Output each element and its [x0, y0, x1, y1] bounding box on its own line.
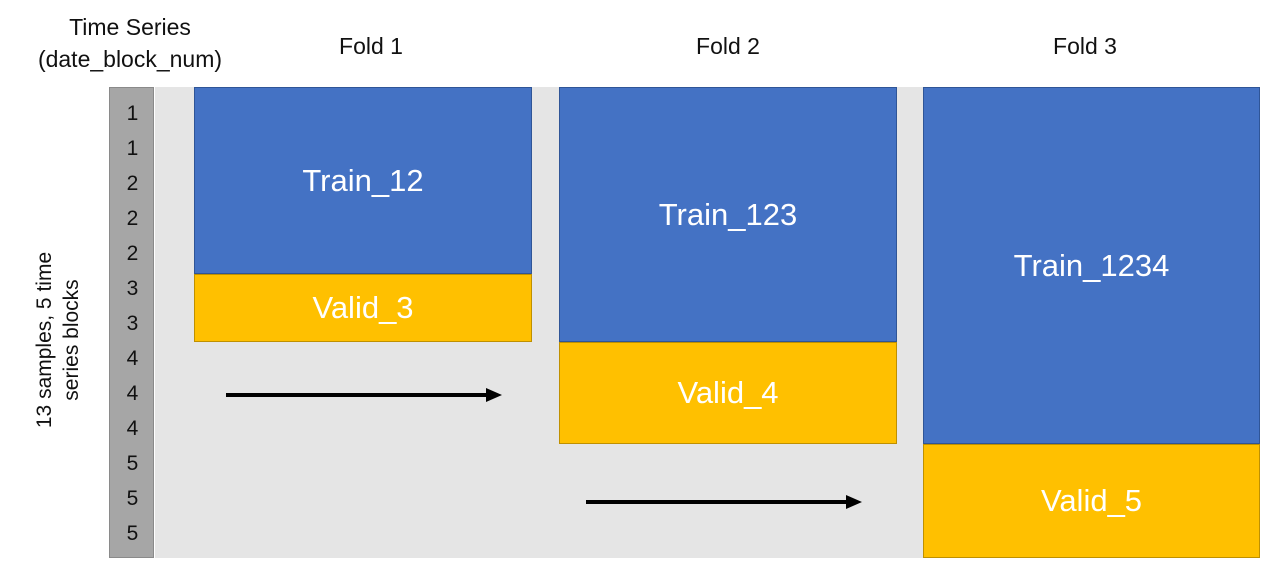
time-series-header: Time Series (date_block_num) [10, 11, 250, 75]
fold-1-train-label: Train_12 [302, 162, 424, 198]
time-series-subtitle: (date_block_num) [37, 46, 223, 72]
fold-1-valid-label: Valid_3 [312, 290, 414, 325]
time-series-values: 1 1 2 2 2 3 3 4 4 4 5 5 5 [110, 88, 153, 551]
arrow-right-icon [586, 495, 862, 509]
fold-3-train-label: Train_1234 [1013, 247, 1170, 283]
fold-2-valid-label: Valid_4 [677, 375, 779, 410]
fold-2-valid-block: Valid_4 [559, 342, 897, 444]
arrow-right-icon [226, 388, 502, 402]
side-label-line-2: series blocks [60, 279, 83, 401]
time-series-value: 4 [126, 382, 139, 405]
time-series-value: 5 [126, 522, 139, 545]
side-label-line-1: 13 samples, 5 time [33, 251, 56, 429]
fold-1-header: Fold 1 [339, 33, 403, 59]
time-series-value: 3 [126, 312, 139, 335]
fold-1-train-block: Train_12 [194, 87, 532, 274]
fold-2-train-block: Train_123 [559, 87, 897, 342]
time-series-value: 2 [126, 242, 139, 265]
time-series-value: 4 [126, 417, 139, 440]
time-series-value: 5 [126, 452, 139, 475]
fold-2-header: Fold 2 [696, 33, 760, 59]
samples-side-label: 13 samples, 5 time series blocks [28, 245, 88, 435]
time-series-value: 2 [126, 207, 139, 230]
fold-3-valid-block: Valid_5 [923, 444, 1260, 558]
time-series-bar: 1 1 2 2 2 3 3 4 4 4 5 5 5 [109, 87, 154, 558]
fold-1-valid-block: Valid_3 [194, 274, 532, 342]
time-series-value: 1 [126, 102, 139, 125]
time-series-value: 1 [126, 137, 139, 160]
fold-2-train-label: Train_123 [658, 196, 798, 232]
time-series-value: 3 [126, 277, 139, 300]
fold-3-valid-label: Valid_5 [1040, 483, 1143, 518]
time-series-value: 4 [126, 347, 139, 370]
time-series-value: 5 [126, 487, 139, 510]
time-series-value: 2 [126, 172, 139, 195]
fold-3-header: Fold 3 [1053, 33, 1117, 59]
time-series-title: Time Series [69, 14, 191, 40]
fold-3-train-block: Train_1234 [923, 87, 1260, 444]
